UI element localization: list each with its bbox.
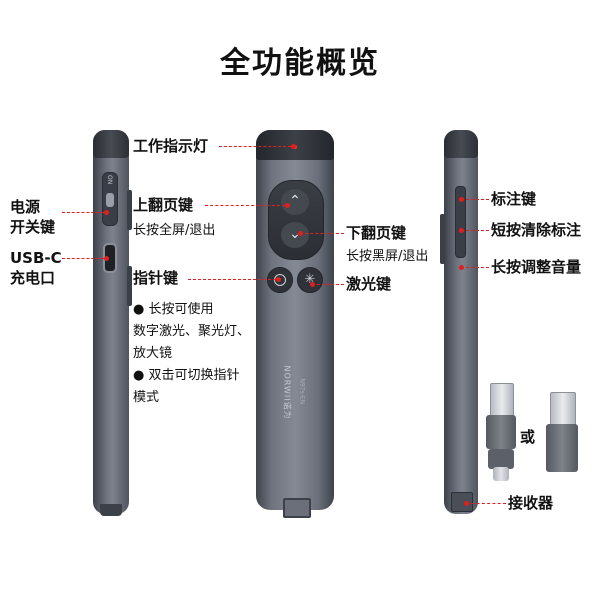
page-up-button[interactable]: ⌃ — [281, 189, 309, 215]
annotate-label: 标注键 — [491, 190, 537, 208]
receiver-usb-a-to-c — [486, 383, 516, 483]
left-bottom-tip — [100, 504, 122, 516]
pointer-button[interactable] — [267, 267, 293, 293]
page-down-button[interactable]: ⌄ — [281, 222, 309, 248]
or-label: 或 — [520, 428, 536, 446]
power-label-line2: 开关键 — [10, 218, 56, 236]
page-down-label: 下翻页键 — [346, 224, 407, 242]
pointer-notes: ● 长按可使用 数字激光、聚光灯、 放大镜 ● 双击可切换指针 模式 — [133, 299, 263, 409]
page-down-sublabel: 长按黑屏/退出 — [346, 249, 429, 264]
power-leader-dot — [104, 210, 109, 215]
volume-leader — [461, 267, 489, 268]
clear-leader-dot — [459, 228, 464, 233]
receiver-leader-dot — [464, 501, 469, 506]
clear-leader — [461, 230, 489, 231]
laser-label: 激光键 — [346, 275, 392, 293]
page-up-leader-dot — [285, 203, 290, 208]
annotate-leader-dot — [459, 197, 464, 202]
switch-on-label: ON — [106, 175, 113, 185]
laser-icon: ✳ — [304, 272, 316, 287]
page-up-label: 上翻页键 — [133, 196, 194, 214]
pointer-leader — [188, 279, 276, 280]
pointer-note-2: 数字激光、聚光灯、 — [133, 324, 251, 339]
model-text: N97s-EN — [298, 378, 306, 405]
right-top-cap — [444, 130, 478, 158]
indicator-leader — [219, 146, 291, 147]
left-top-cap — [93, 130, 129, 158]
laser-leader — [312, 284, 344, 285]
receiver-usb-a — [546, 392, 578, 474]
usb-a-plug — [490, 383, 514, 419]
right-edge-button[interactable] — [440, 214, 445, 264]
pointer-leader-dot — [276, 277, 281, 282]
target-icon — [274, 274, 286, 286]
brand-logo: NORWII诺为 — [282, 365, 292, 420]
left-side-button[interactable] — [127, 190, 132, 230]
usb-leader — [62, 258, 104, 259]
usb-c-plug — [493, 467, 509, 481]
laser-leader-dot — [310, 282, 315, 287]
power-label-line1: 电源 — [10, 198, 41, 216]
volume-leader-dot — [459, 265, 464, 270]
volume-label: 长按调整音量 — [491, 258, 582, 276]
pointer-note-bullet-1: ● 长按可使用 — [133, 302, 214, 317]
pointer-note-3: 放大镜 — [133, 346, 173, 361]
power-leader — [62, 212, 104, 213]
laser-button[interactable]: ✳ — [297, 267, 323, 293]
page-down-leader — [300, 233, 344, 234]
indicator-leader-dot — [291, 144, 296, 149]
usb-label-line1: USB-C — [10, 249, 62, 267]
receiver-body-c — [488, 449, 514, 469]
left-side-button-2[interactable] — [127, 266, 132, 306]
receiver-slot — [451, 492, 473, 512]
page-down-leader-dot — [298, 231, 303, 236]
page-up-sublabel: 长按全屏/退出 — [133, 223, 216, 238]
usb-label-line2: 充电口 — [10, 269, 56, 287]
annotate-rocker-button[interactable] — [455, 186, 466, 258]
pointer-note-bullet-2: ● 双击可切换指针 — [133, 368, 240, 383]
receiver-body-2 — [546, 424, 578, 472]
indicator-label: 工作指示灯 — [133, 137, 209, 155]
usb-a-plug-2 — [550, 392, 576, 426]
pointer-note-4: 双击可切换指针 — [148, 368, 240, 383]
switch-knob — [106, 193, 114, 207]
pointer-label: 指针键 — [133, 269, 179, 287]
pointer-note-1: 长按可使用 — [148, 302, 214, 317]
annotate-leader — [461, 199, 489, 200]
pointer-note-5: 模式 — [133, 390, 160, 405]
front-bottom-plug — [283, 498, 311, 518]
receiver-body-a — [486, 415, 516, 449]
page-up-leader — [205, 205, 285, 206]
page-title: 全功能概览 — [220, 46, 380, 81]
receiver-leader — [466, 503, 506, 504]
receiver-label: 接收器 — [508, 494, 554, 512]
usb-leader-dot — [104, 256, 109, 261]
chevron-up-icon: ⌃ — [289, 193, 301, 209]
power-switch[interactable]: ON — [102, 172, 118, 226]
clear-label: 短按清除标注 — [491, 221, 582, 239]
chevron-down-icon: ⌄ — [289, 226, 301, 242]
